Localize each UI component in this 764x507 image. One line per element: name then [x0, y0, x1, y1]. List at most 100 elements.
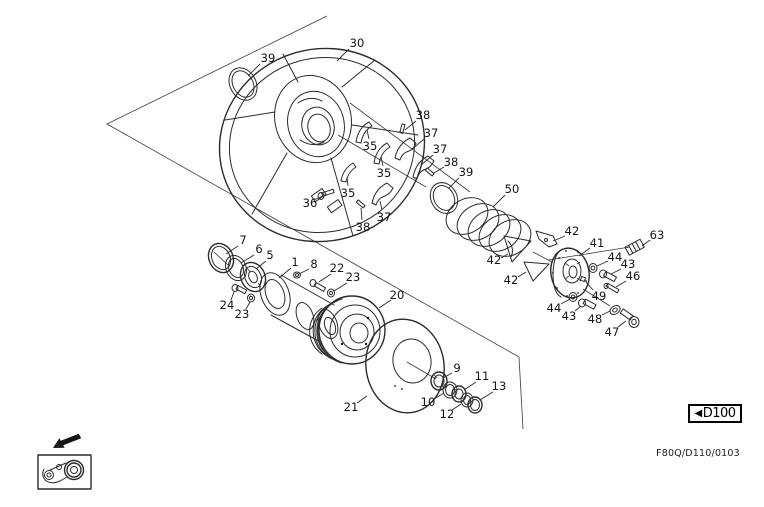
leader-line-38 — [433, 166, 445, 174]
part-label-44: 44 — [608, 250, 623, 264]
part-label-37: 37 — [377, 210, 392, 224]
leader-line-42 — [552, 235, 566, 242]
part-shape-46-bolt — [603, 282, 620, 294]
part-shape-47-bolt — [619, 308, 640, 328]
part-shape-23-washer-a — [327, 288, 335, 298]
part-label-38: 38 — [356, 220, 371, 234]
part-label-39: 39 — [261, 51, 276, 65]
part-label-39: 39 — [459, 165, 474, 179]
part-label-50: 50 — [505, 182, 520, 196]
part-shape-36-bolt — [317, 188, 335, 200]
leader-line-43 — [574, 305, 582, 312]
part-shape-7-seal — [207, 242, 235, 274]
part-label-8: 8 — [310, 257, 317, 271]
part-label-24: 24 — [220, 298, 235, 312]
leader-line-38 — [404, 120, 417, 131]
leader-line-63 — [641, 239, 651, 247]
part-label-37: 37 — [433, 142, 448, 156]
part-shape-42-weights — [503, 230, 558, 282]
leader-line-11 — [463, 381, 477, 391]
leader-line-39 — [448, 177, 460, 189]
part-label-38: 38 — [416, 108, 431, 122]
nav-button-label: D100 — [702, 406, 736, 421]
part-shape-9-bushing — [430, 371, 448, 391]
diagram-code: F80Q/D110/0103 — [656, 448, 740, 459]
leader-line-20 — [378, 299, 392, 309]
part-label-30: 30 — [350, 36, 365, 50]
part-label-13: 13 — [492, 379, 507, 393]
leader-line-38 — [360, 207, 363, 221]
leader-line-36 — [315, 195, 324, 200]
part-shape-41-plate — [550, 247, 590, 299]
part-shape-39-ring-left — [228, 67, 258, 101]
leader-line-49 — [585, 281, 594, 291]
leader-line-10 — [433, 392, 445, 400]
part-shape-44-washer-b — [568, 292, 578, 302]
part-shape-38-pins — [355, 123, 435, 209]
leader-line-5 — [255, 260, 267, 270]
leader-line-37 — [420, 154, 434, 166]
leader-line-12 — [451, 403, 462, 411]
part-label-5: 5 — [266, 248, 273, 262]
part-shape-11-bearing — [451, 385, 467, 403]
direction-arrow-icon — [53, 433, 82, 448]
leader-line-39 — [247, 63, 261, 77]
part-shape-5-bearing — [239, 261, 267, 293]
part-label-41: 41 — [590, 236, 605, 250]
leader-line-35 — [380, 156, 384, 167]
part-label-12: 12 — [440, 407, 455, 421]
nav-button-d100[interactable]: ◀D100 — [688, 404, 742, 423]
leader-line-23 — [333, 282, 348, 292]
part-label-11: 11 — [475, 369, 490, 383]
part-shape-50-spring — [445, 197, 532, 257]
part-label-6: 6 — [255, 242, 262, 256]
leader-line-43 — [610, 268, 622, 275]
part-shape-43-bolt-b — [578, 298, 597, 310]
part-label-37: 37 — [424, 126, 439, 140]
part-shape-21-disc — [365, 318, 445, 414]
part-label-46: 46 — [626, 269, 641, 283]
leader-line-50 — [492, 194, 506, 208]
part-label-47: 47 — [605, 325, 620, 339]
leader-line-42 — [500, 253, 509, 259]
part-label-43: 43 — [621, 257, 636, 271]
part-label-35: 35 — [363, 139, 378, 153]
part-shape-20-pulley — [309, 295, 386, 365]
leader-line-23 — [245, 301, 251, 310]
leader-line-41 — [578, 247, 591, 257]
part-label-42: 42 — [565, 224, 580, 238]
part-shape-24-bolt — [231, 284, 248, 295]
part-label-7: 7 — [239, 233, 246, 247]
leader-line-35 — [346, 176, 349, 187]
part-shape-44-washer-a — [588, 263, 598, 273]
part-label-35: 35 — [377, 166, 392, 180]
part-label-49: 49 — [592, 289, 607, 303]
part-shape-6-washer — [224, 254, 248, 282]
leader-line-8 — [298, 268, 310, 275]
part-shape-22-bolt — [309, 279, 327, 292]
left-triangle-icon: ◀ — [694, 407, 702, 419]
leader-line-46 — [615, 280, 627, 288]
leader-line-24 — [230, 291, 235, 301]
part-label-23: 23 — [235, 307, 250, 321]
part-shape-48-washer — [609, 304, 621, 316]
part-shape-23-washer-b — [247, 293, 255, 303]
leader-line-13 — [479, 391, 494, 401]
part-label-42: 42 — [487, 253, 502, 267]
part-shape-39-ring-right — [429, 182, 459, 214]
part-label-48: 48 — [588, 312, 603, 326]
part-label-20: 20 — [390, 288, 405, 302]
part-label-63: 63 — [650, 228, 665, 242]
part-label-22: 22 — [330, 261, 345, 275]
leader-line-42 — [517, 271, 527, 278]
leader-line-9 — [442, 372, 453, 379]
part-shape-43-bolt-a — [599, 269, 617, 283]
part-shape-30-fan-wheel — [218, 47, 426, 243]
part-label-36: 36 — [303, 196, 318, 210]
part-label-38: 38 — [444, 155, 459, 169]
leader-line-48 — [601, 310, 611, 316]
part-label-1: 1 — [291, 255, 298, 269]
leader-line-44 — [560, 298, 571, 305]
part-label-35: 35 — [341, 186, 356, 200]
